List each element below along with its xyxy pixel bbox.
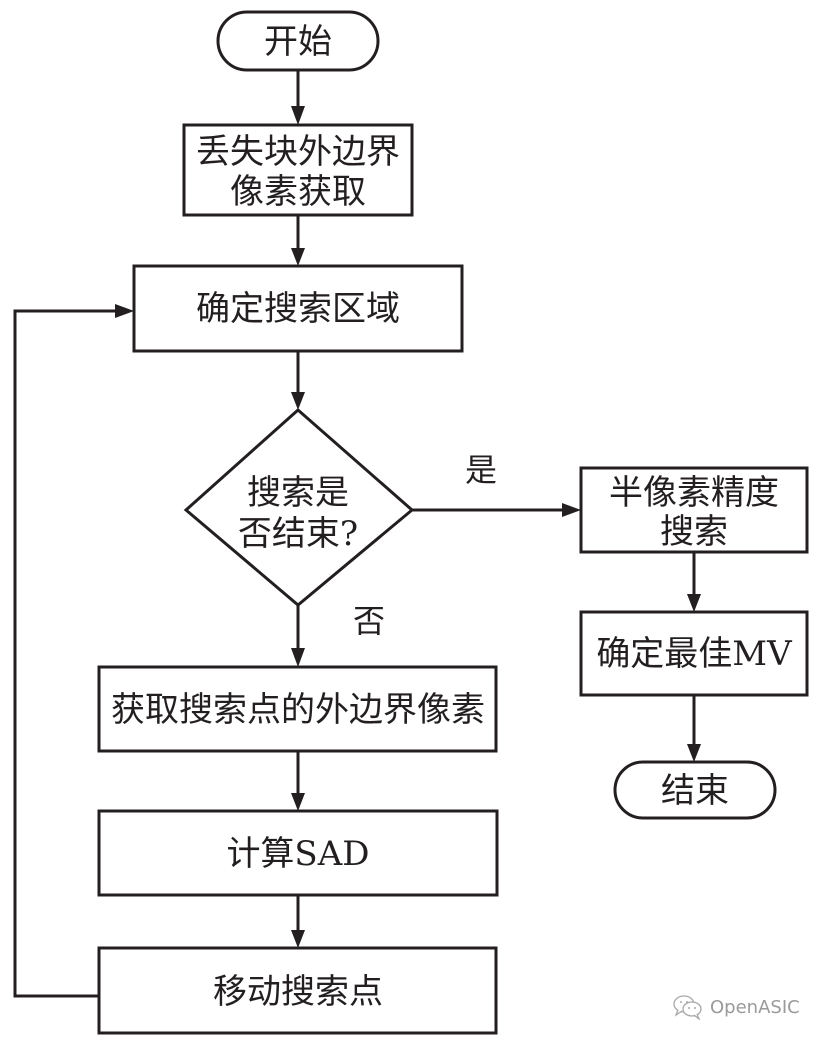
arrowhead [115,304,134,318]
process-shape [182,123,414,217]
arrowhead [687,594,701,612]
node-define-search-label: 确定搜索区域 [196,289,400,329]
node-define-search: 确定搜索区域 [132,264,464,353]
arrowhead [291,248,305,266]
node-decision-line2: 否结束? [238,514,358,554]
node-end-label: 结束 [661,771,729,811]
node-get-point-boundary-label: 获取搜索点的外边界像素 [111,690,485,730]
process-shape [97,946,498,1035]
process-shape [132,264,464,353]
node-calc-sad-label: 计算SAD [226,834,369,874]
arrowhead [291,930,305,948]
node-start-label: 开始 [264,22,332,62]
node-get-boundary-line2: 像素获取 [230,172,366,212]
node-half-pixel-line2: 搜索 [660,512,728,552]
node-get-boundary: 丢失块外边界 像素获取 [182,123,414,217]
wechat-icon [673,995,702,1020]
edge-loop-back [13,309,119,998]
node-best-mv: 确定最佳MV [579,610,809,697]
node-move-point: 移动搜索点 [97,946,498,1035]
node-end: 结束 [613,760,777,820]
node-decision-line1: 搜索是 [247,473,349,513]
connectors [13,70,701,998]
node-get-boundary-line1: 丢失块外边界 [196,132,400,172]
process-shape [579,466,809,554]
node-half-pixel: 半像素精度 搜索 [579,466,809,554]
node-get-point-boundary: 获取搜索点的外边界像素 [97,665,498,753]
node-move-point-label: 移动搜索点 [213,972,383,1012]
arrowhead [291,106,305,125]
arrowhead [291,648,305,667]
node-calc-sad: 计算SAD [97,809,499,897]
edge-label-no: 否 [353,602,385,640]
arrowhead [562,503,581,517]
edge-label-yes: 是 [465,451,497,489]
process-shape [97,665,498,753]
node-decision: 搜索是 否结束? [183,407,415,607]
arrowhead [291,793,305,811]
terminal-shape [216,10,380,72]
terminal-shape [613,760,777,820]
node-best-mv-label: 确定最佳MV [596,634,793,674]
process-shape [579,610,809,697]
decision-shape [183,407,415,607]
watermark: OpenASIC [672,994,800,1020]
watermark-text: OpenASIC [710,996,800,1018]
node-half-pixel-line1: 半像素精度 [609,473,779,513]
arrowhead [687,744,701,762]
process-shape [97,809,499,897]
arrowhead [291,392,305,410]
node-start: 开始 [216,10,380,72]
